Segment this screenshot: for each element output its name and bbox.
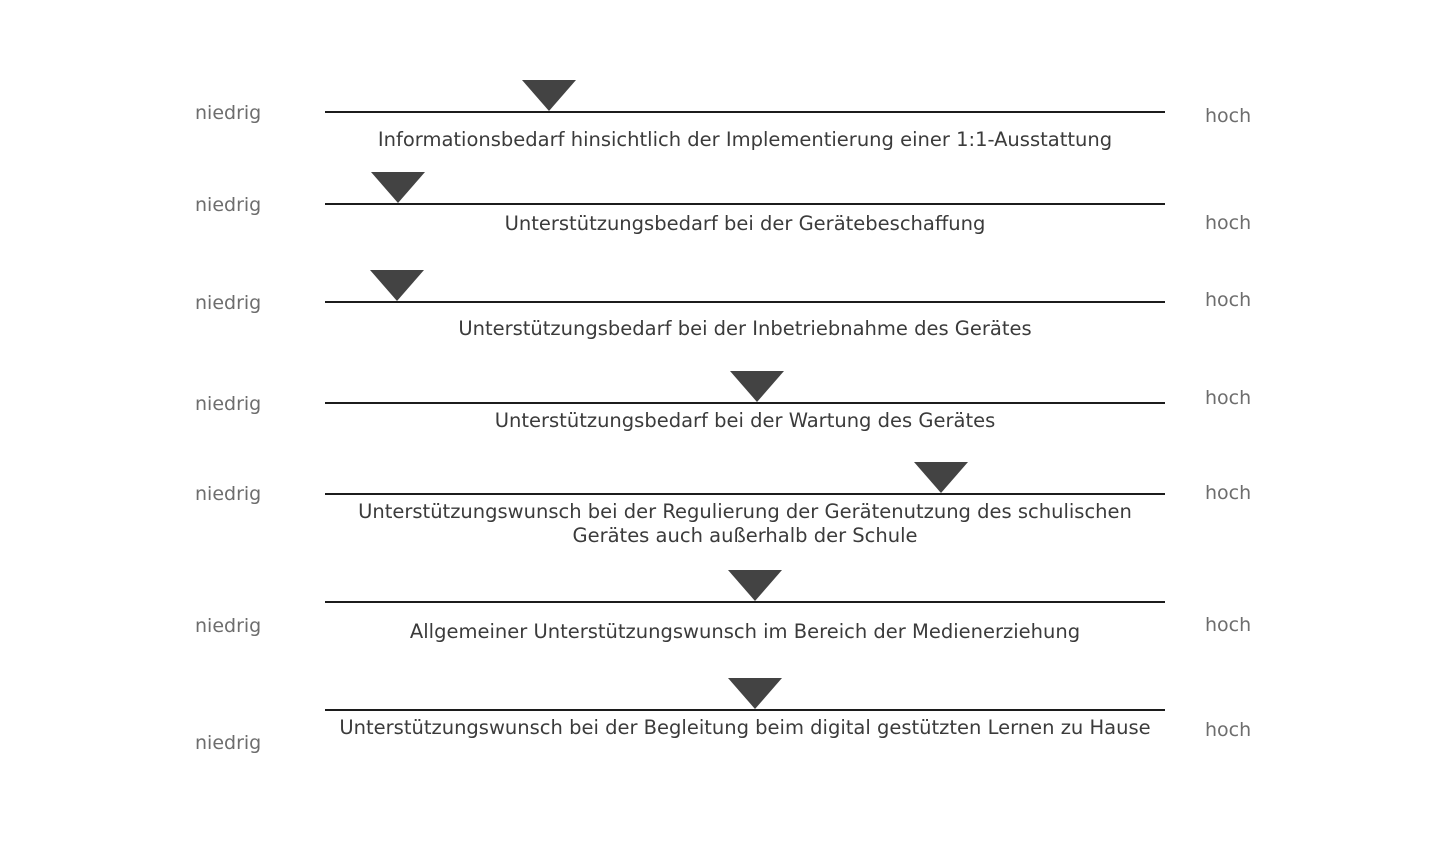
scale-axis-line — [325, 203, 1165, 205]
scale-axis-line — [325, 111, 1165, 113]
scale-axis-line — [325, 709, 1165, 711]
scale-anchor-high: hoch — [1205, 719, 1252, 741]
scale-marker-triangle — [728, 678, 783, 709]
scale-axis-line — [325, 402, 1165, 404]
scale-anchor-high: hoch — [1205, 289, 1252, 311]
scale-item-label: Unterstützungsbedarf bei der Gerätebesch… — [504, 212, 986, 235]
scale-item-label: Allgemeiner Unterstützungswunsch im Bere… — [409, 620, 1081, 643]
scale-marker-triangle — [370, 270, 425, 301]
scale-item-label: Unterstützungswunsch bei der Begleitung … — [339, 716, 1151, 739]
scale-marker-triangle — [371, 172, 426, 203]
scale-marker-triangle — [729, 371, 784, 402]
scale-item-label: Unterstützungsbedarf bei der Inbetriebna… — [458, 317, 1032, 340]
scale-item-label: Unterstützungsbedarf bei der Wartung des… — [494, 409, 996, 432]
scale-anchor-high: hoch — [1205, 482, 1252, 504]
scale-anchor-high: hoch — [1205, 212, 1252, 234]
scale-marker-triangle — [522, 80, 577, 111]
scale-marker-triangle — [913, 462, 968, 493]
scale-anchor-high: hoch — [1205, 614, 1252, 636]
scale-axis-line — [325, 601, 1165, 603]
scale-marker-triangle — [728, 570, 783, 601]
scale-axis-line — [325, 301, 1165, 303]
scale-anchor-high: hoch — [1205, 105, 1252, 127]
scale-item-label: Unterstützungswunsch bei der Regulierung… — [358, 500, 1132, 547]
scale-axis-line — [325, 493, 1165, 495]
scale-anchor-high: hoch — [1205, 387, 1252, 409]
scale-item-label: Informationsbedarf hinsichtlich der Impl… — [377, 128, 1113, 151]
